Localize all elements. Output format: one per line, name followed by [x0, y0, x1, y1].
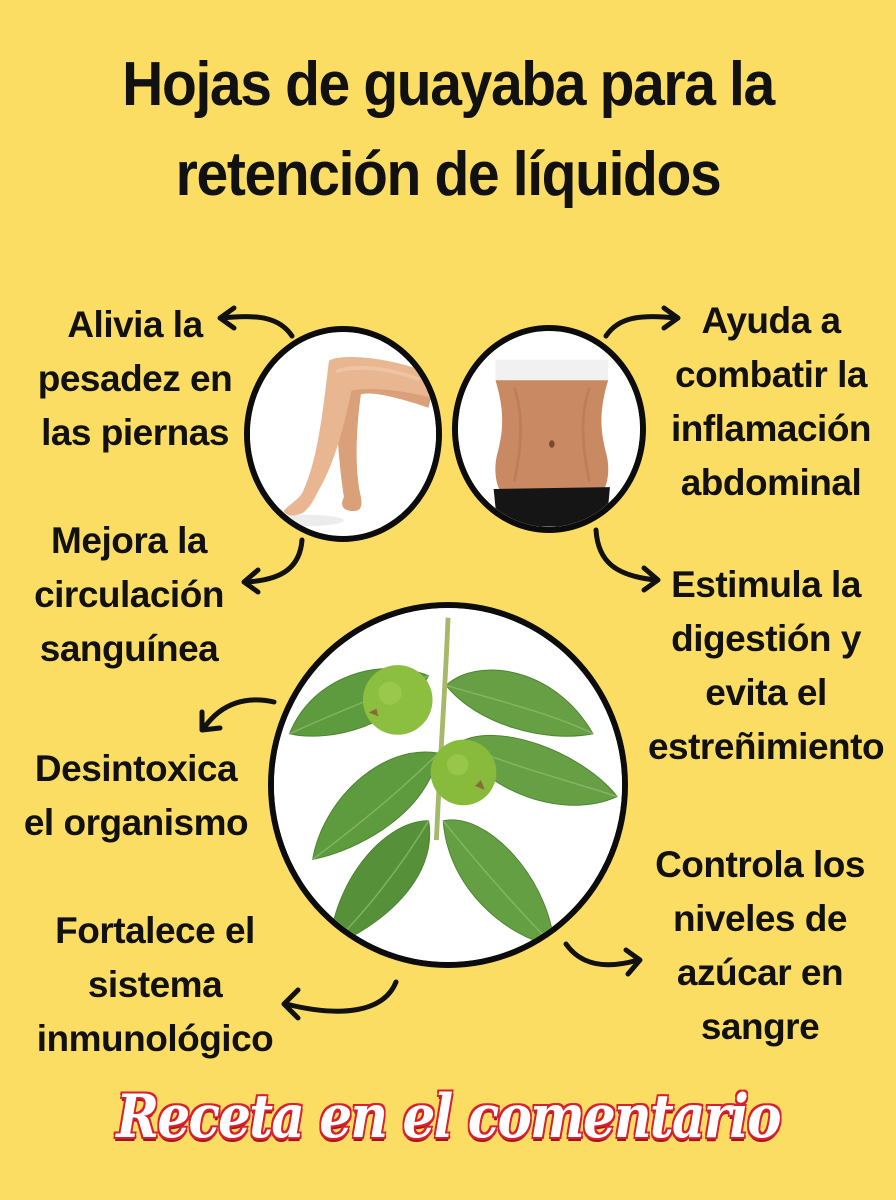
benefit-line: circulación — [34, 574, 224, 615]
benefit-line: sistema — [87, 964, 223, 1005]
benefit-line: inflamación — [670, 408, 872, 449]
curved-arrow-icon — [241, 537, 305, 595]
guava-illustration-icon — [274, 608, 622, 962]
benefit-line: azúcar en — [676, 952, 844, 993]
benefit-line: combatir la — [675, 354, 867, 395]
curved-arrow-icon — [593, 527, 661, 593]
benefit-line: el organismo — [23, 802, 249, 843]
benefit-line: Estimula la — [671, 564, 861, 605]
page-title: Hojas de guayaba para la retención de lí… — [36, 40, 860, 220]
curved-arrow-icon — [217, 305, 295, 339]
benefit-abdominal-inflammation: Ayuda a combatir la inflamación abdomina… — [656, 294, 886, 510]
benefit-line: sangre — [700, 1006, 820, 1047]
benefit-line: abdominal — [680, 462, 862, 503]
benefit-blood-sugar: Controla los niveles de azúcar en sangre — [640, 838, 880, 1054]
legs-photo — [244, 326, 442, 542]
curved-arrow-icon — [563, 941, 643, 977]
benefit-line: Desintoxica — [34, 748, 238, 789]
guava-leaves-photo — [268, 602, 628, 968]
abdomen-photo — [452, 325, 646, 533]
benefit-line: inmunológico — [36, 1018, 274, 1059]
curved-arrow-icon — [199, 697, 277, 733]
benefit-legs-heaviness: Alivia la pesadez en las piernas — [20, 298, 250, 460]
benefit-line: pesadez en — [37, 358, 233, 399]
benefit-line: digestión y — [671, 618, 861, 659]
benefit-line: sanguínea — [39, 628, 219, 669]
benefit-line: Alivia la — [67, 304, 203, 345]
benefit-circulation: Mejora la circulación sanguínea — [14, 514, 244, 676]
benefit-line: Mejora la — [51, 520, 207, 561]
benefit-line: Fortalece el — [55, 910, 255, 951]
abdomen-illustration-icon — [458, 331, 640, 527]
title-line-2: retención de líquidos — [175, 140, 722, 209]
benefit-line: Ayuda a — [701, 300, 841, 341]
curved-arrow-icon — [603, 305, 681, 339]
title-line-1: Hojas de guayaba para la — [122, 50, 775, 119]
benefit-line: niveles de — [673, 898, 847, 939]
recipe-call-to-action: Receta en el comentario — [115, 1081, 783, 1154]
legs-illustration-icon — [250, 332, 436, 536]
benefit-digestion: Estimula la digestión y evita el estreñi… — [636, 558, 896, 774]
benefit-line: estreñimiento — [647, 726, 885, 767]
curved-arrow-icon — [281, 979, 399, 1021]
benefit-immune-system: Fortalece el sistema inmunológico — [20, 904, 290, 1066]
benefit-line: Controla los — [655, 844, 865, 885]
benefit-line: evita el — [705, 672, 827, 713]
benefit-detox: Desintoxica el organismo — [6, 742, 266, 850]
benefit-line: las piernas — [41, 412, 229, 453]
